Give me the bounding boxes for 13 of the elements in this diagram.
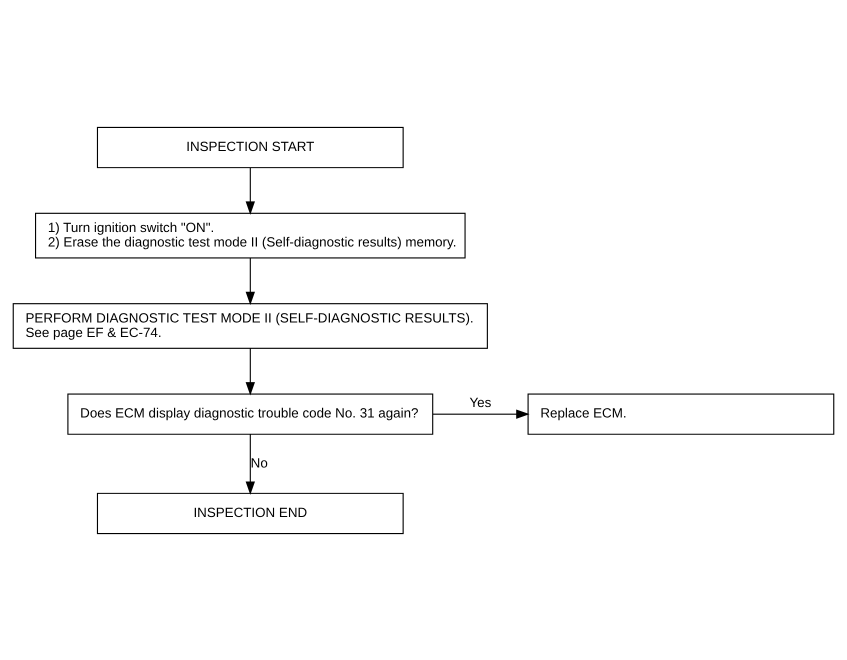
node-box: INSPECTION START [96,126,404,168]
arrow [246,167,255,214]
node-box: INSPECTION END [96,492,404,534]
node-box: Replace ECM. [528,393,834,434]
node-box: PERFORM DIAGNOSTIC TEST MODE II (SELF-DIAGNOSTIC RESULTS). See page EF & EC-74. [12,302,488,348]
node-box: Does ECM display diagnostic trouble code No. 31 again? [67,393,434,434]
arrow [246,434,255,494]
arrow [246,348,255,395]
edge-label: Yes [469,394,492,410]
arrow [246,258,255,305]
node-box: 1) Turn ignition switch "ON". 2) Erase the diagnostic test mode II (Self-diagnostic results) memory. [35,212,466,258]
edge-label: No [250,454,268,470]
arrow [432,408,530,418]
